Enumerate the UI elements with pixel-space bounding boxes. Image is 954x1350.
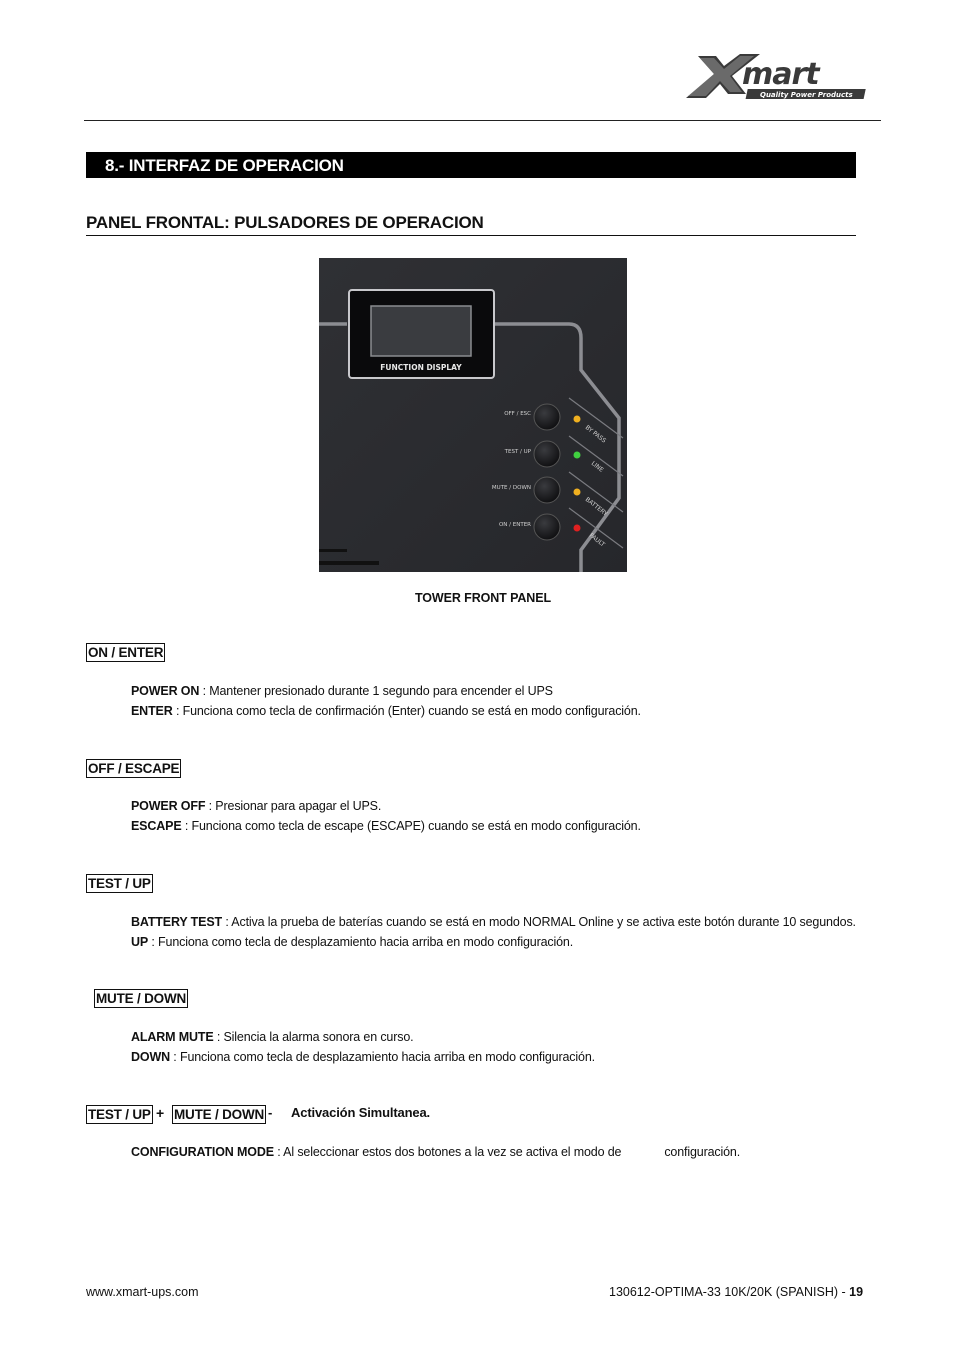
- section-on-enter-desc: POWER ON : Mantener presionado durante 1…: [131, 684, 641, 718]
- footer-website: www.xmart-ups.com: [86, 1285, 199, 1299]
- svg-text:OFF / ESC: OFF / ESC: [504, 411, 531, 417]
- key-combo-test-up: TEST / UP: [86, 1105, 153, 1124]
- footer-doc-reference: 130612-OPTIMA-33 10K/20K (SPANISH) - 19: [609, 1285, 864, 1299]
- svg-text:ON / ENTER: ON / ENTER: [499, 522, 531, 528]
- page-number: 19: [849, 1285, 864, 1299]
- panel-buttons: [533, 403, 561, 541]
- combo-plus: +: [156, 1105, 165, 1121]
- key-off-escape: OFF / ESCAPE: [86, 759, 182, 778]
- key-combo-mute-down: MUTE / DOWN: [172, 1105, 267, 1124]
- header-rule: [84, 120, 881, 121]
- key-mute-down: MUTE / DOWN: [94, 989, 189, 1008]
- xmart-logo: mart Quality Power Products: [686, 54, 866, 99]
- svg-text:TEST / UP: TEST / UP: [504, 449, 532, 455]
- combo-dash: -: [268, 1105, 273, 1120]
- section-config-mode-desc: CONFIGURATION MODE : Al seleccionar esto…: [131, 1145, 741, 1159]
- svg-text:Quality Power Products: Quality Power Products: [760, 91, 853, 99]
- svg-text:mart: mart: [742, 57, 821, 92]
- page-subtitle: PANEL FRONTAL: PULSADORES DE OPERACION: [86, 212, 856, 236]
- section-test-up-desc: BATTERY TEST : Activa la prueba de bater…: [131, 915, 856, 949]
- section-off-escape-desc: POWER OFF : Presionar para apagar el UPS…: [131, 799, 641, 833]
- section-title: 8.- INTERFAZ DE OPERACION: [86, 152, 856, 178]
- combo-label: Activación Simultanea.: [291, 1105, 431, 1120]
- section-mute-down-desc: ALARM MUTE : Silencia la alarma sonora e…: [131, 1030, 595, 1064]
- svg-text:FUNCTION DISPLAY: FUNCTION DISPLAY: [380, 363, 462, 372]
- key-on-enter: ON / ENTER: [86, 643, 166, 662]
- svg-text:MUTE / DOWN: MUTE / DOWN: [492, 485, 531, 491]
- tower-front-panel-image: FUNCTION DISPLAY OFF / ESC TEST / UP MUT…: [319, 258, 627, 572]
- key-test-up: TEST / UP: [86, 874, 153, 893]
- figure-caption: TOWER FRONT PANEL: [414, 591, 552, 605]
